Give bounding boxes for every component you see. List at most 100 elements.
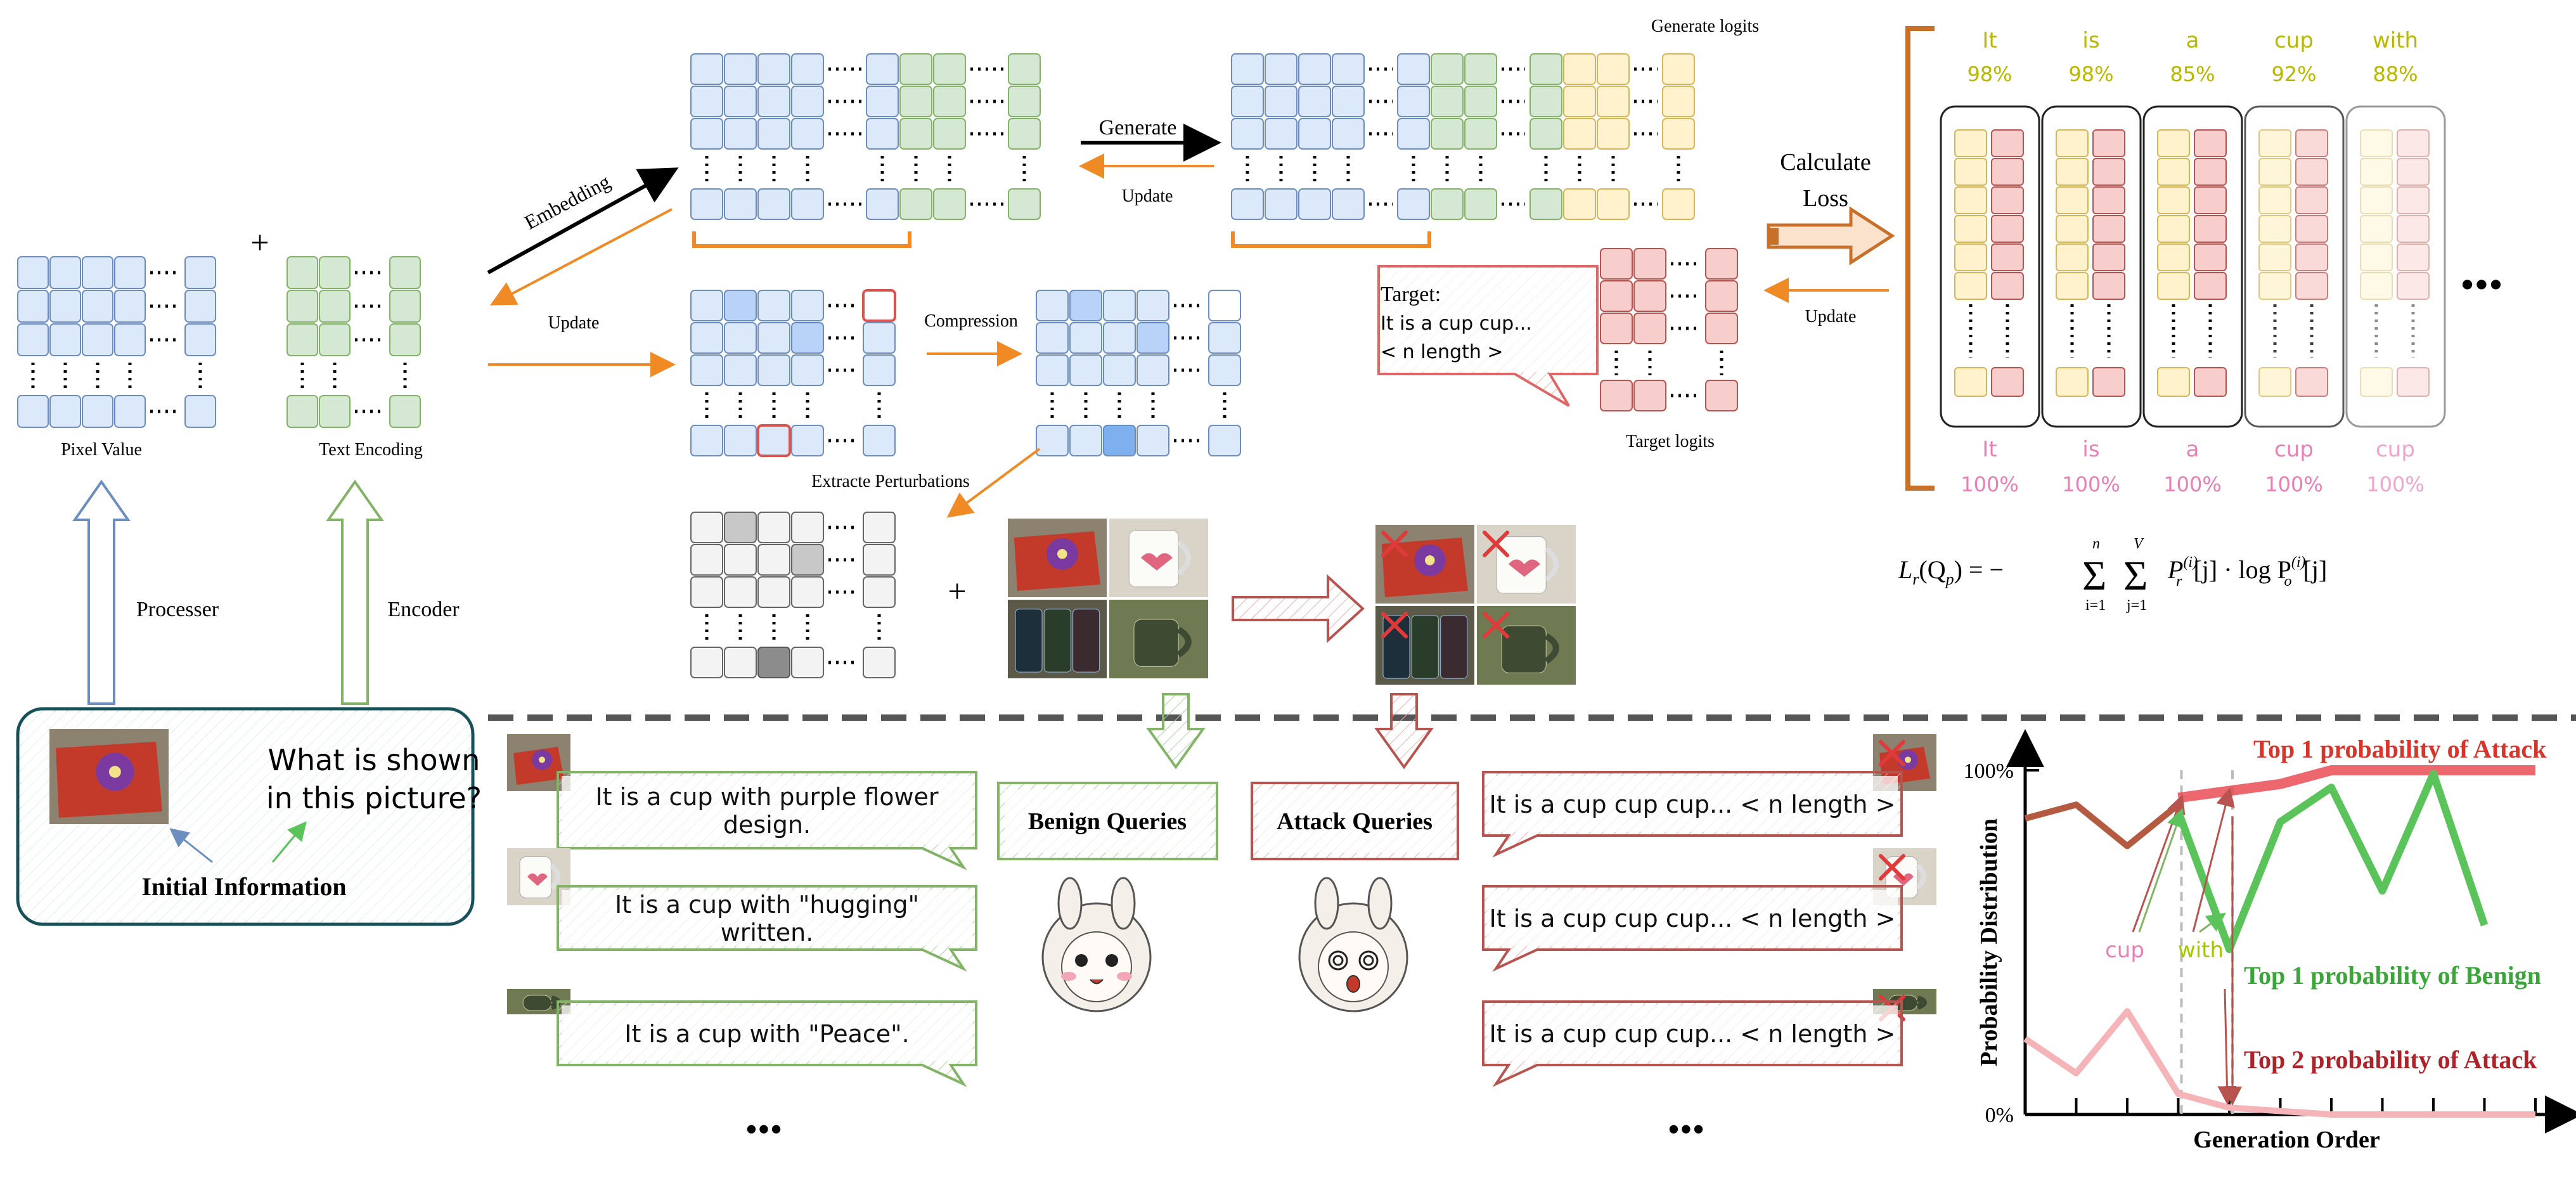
token-cell bbox=[724, 86, 757, 117]
target-prob-cell bbox=[2295, 186, 2328, 214]
target-prob-cell bbox=[2397, 129, 2430, 157]
generated-prob-cell bbox=[2056, 367, 2089, 397]
token-cell bbox=[82, 256, 113, 289]
generated-prob-cell bbox=[2360, 129, 2393, 157]
token-cell bbox=[1633, 313, 1666, 344]
update-back-arrow bbox=[489, 208, 673, 306]
green-mug bbox=[522, 995, 552, 1011]
token-cell bbox=[690, 118, 723, 150]
target-token-prob: 100% bbox=[2062, 472, 2120, 496]
info-arrow-question bbox=[271, 821, 307, 863]
token-cell bbox=[791, 512, 824, 543]
red-cross bbox=[1879, 740, 1905, 766]
token-cell bbox=[866, 118, 899, 150]
token-cell bbox=[287, 256, 318, 289]
target-token: It bbox=[1982, 437, 1997, 462]
token-cell bbox=[1633, 380, 1666, 411]
token-cell bbox=[287, 290, 318, 323]
generated-prob-cell bbox=[2056, 215, 2089, 243]
sum1: Σ bbox=[2082, 553, 2106, 599]
series-label: Top 2 probability of Attack bbox=[2244, 1045, 2537, 1074]
red-cross bbox=[1381, 612, 1408, 638]
token-cell bbox=[1597, 86, 1630, 117]
token-cell bbox=[1464, 188, 1497, 220]
series-label: Top 1 probability of Attack bbox=[2253, 735, 2547, 763]
x-axis-label: Generation Order bbox=[2193, 1127, 2380, 1153]
loss-formula: Lr(Qp) = − Σ n i=1 Σ V j=1 P(i)r[j] · lo… bbox=[1898, 536, 2327, 614]
token-cell bbox=[287, 395, 318, 428]
annotation-arrow bbox=[2138, 808, 2186, 933]
y-tick-label: 0% bbox=[1985, 1104, 2014, 1127]
token-cell bbox=[866, 53, 899, 85]
bubble-bg bbox=[562, 890, 972, 946]
token-cell bbox=[184, 256, 216, 289]
token-cell bbox=[1103, 290, 1136, 321]
token-cell bbox=[690, 647, 723, 678]
bubble-bg bbox=[1487, 1005, 1898, 1061]
clean-images bbox=[1008, 519, 1208, 678]
token-cell bbox=[1231, 53, 1264, 85]
mug-handle bbox=[1176, 626, 1192, 657]
flower-center bbox=[1905, 756, 1911, 763]
target-prob-cell bbox=[2092, 243, 2125, 271]
token-cell bbox=[1008, 53, 1041, 85]
encoder-label: Encoder bbox=[387, 598, 460, 621]
generated-prob-cell bbox=[2258, 158, 2291, 186]
token-cell bbox=[724, 188, 757, 220]
flower-center bbox=[109, 766, 121, 778]
token-cell bbox=[690, 425, 723, 456]
generated-prob-cell bbox=[2360, 243, 2393, 271]
token-cell bbox=[690, 512, 723, 543]
token-cell bbox=[690, 354, 723, 386]
token-cell bbox=[862, 289, 896, 322]
benign-more-dots: ••• bbox=[745, 1110, 783, 1149]
token-cell bbox=[1069, 354, 1102, 386]
token-cell bbox=[757, 354, 790, 386]
mug-handle bbox=[1544, 546, 1559, 582]
benign-queries-label: Benign Queries bbox=[1028, 808, 1187, 835]
generated-prob-cell bbox=[2157, 243, 2190, 271]
token-cell bbox=[82, 323, 113, 356]
target-prob-cell bbox=[1991, 367, 2024, 397]
token-cell bbox=[184, 395, 216, 428]
token-cell bbox=[1705, 380, 1738, 411]
generated-prob-cell bbox=[1954, 129, 1987, 157]
target-line3: < n length > bbox=[1381, 341, 1504, 363]
flower-center bbox=[539, 756, 545, 763]
attacked-images bbox=[1375, 525, 1576, 685]
token-cell bbox=[1431, 86, 1464, 117]
token-cell bbox=[757, 86, 790, 117]
update-label-right: Update bbox=[1805, 307, 1857, 326]
attack-response-text: It is a cup cup cup... < n length > bbox=[1490, 791, 1896, 818]
token-cell bbox=[1705, 248, 1738, 280]
generated-prob-cell bbox=[2056, 186, 2089, 214]
token-cell bbox=[866, 188, 899, 220]
token-cell bbox=[724, 425, 757, 456]
generated-token-prob: 98% bbox=[1967, 62, 2012, 86]
generated-prob-cell bbox=[2157, 129, 2190, 157]
generated-prob-cell bbox=[1954, 215, 1987, 243]
token-cell bbox=[114, 395, 146, 428]
extract-perturbations-label: Extracte Perturbations bbox=[811, 472, 970, 491]
loss-arrow-tail bbox=[1768, 228, 1779, 245]
token-column bbox=[2345, 105, 2446, 428]
annotation-arrow bbox=[2217, 988, 2237, 1106]
bubble-bg bbox=[562, 1005, 972, 1061]
token-cell bbox=[17, 395, 49, 428]
token-grids bbox=[17, 53, 1738, 678]
generated-token: It bbox=[1982, 28, 1997, 53]
token-cell bbox=[1397, 86, 1430, 117]
token-cell bbox=[1464, 53, 1497, 85]
target-line1: Target: bbox=[1381, 283, 1441, 306]
token-cell bbox=[863, 425, 896, 456]
token-cell bbox=[757, 424, 791, 457]
bubble-bg bbox=[1487, 890, 1898, 946]
token-cell bbox=[1137, 425, 1169, 456]
token-cell bbox=[1231, 118, 1264, 150]
loss-arrow bbox=[1767, 206, 1895, 266]
token-cell bbox=[791, 322, 824, 354]
token-cell bbox=[757, 290, 790, 321]
token-cell bbox=[791, 118, 824, 150]
generated-prob-cell bbox=[2157, 186, 2190, 214]
